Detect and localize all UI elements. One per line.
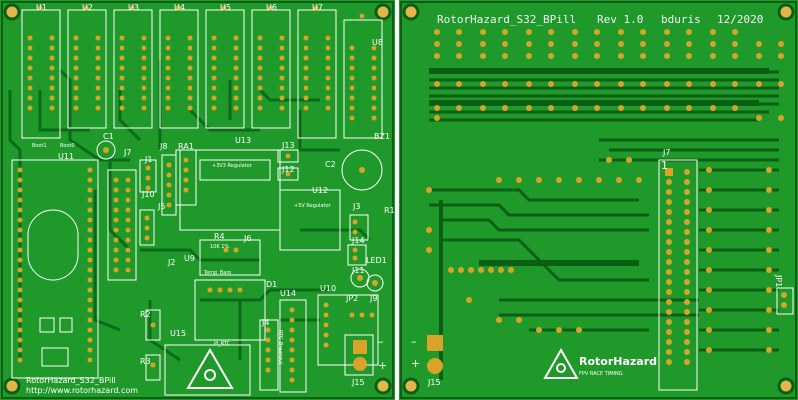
u15-rotorhazard-logo xyxy=(186,348,234,389)
label-j10: J10 xyxy=(142,190,155,199)
component-outlines xyxy=(96,140,384,396)
label-j14: J14 xyxy=(352,236,365,245)
copper-traces-front xyxy=(8,60,372,362)
label-c2: C2 xyxy=(325,160,336,169)
label-r2: R2 xyxy=(140,310,151,319)
ic-outlines xyxy=(21,9,383,139)
copper-plane-back xyxy=(429,68,769,380)
label-u15: U15 xyxy=(170,329,187,338)
label-j2: J2 xyxy=(168,258,176,267)
label-u9: U9 xyxy=(184,254,195,263)
label-j11: J11 xyxy=(352,266,365,275)
label-u5: U5 xyxy=(220,3,231,12)
footer-project-name: RotorHazard_S32_BPill xyxy=(26,376,116,385)
label-jp1: JP1 xyxy=(774,275,783,288)
label-u13: U13 xyxy=(235,136,252,145)
label-u12: U12 xyxy=(312,186,329,195)
copper-bus-back xyxy=(429,70,779,352)
label-u1: U1 xyxy=(36,3,47,12)
label-boot0: Boot0 xyxy=(60,143,75,149)
label-minus-back: – xyxy=(411,335,417,348)
label-r1: R1 xyxy=(384,206,395,215)
label-u2: U2 xyxy=(82,3,93,12)
label-j7-back: J7 xyxy=(663,148,671,157)
label-j3: J3 xyxy=(353,202,361,211)
label-j9: J9 xyxy=(370,294,378,303)
front-artwork xyxy=(1,1,394,399)
u11-pads xyxy=(17,167,93,363)
label-j1: J1 xyxy=(145,155,153,164)
buzzer-pad xyxy=(359,167,365,173)
jp1-outline xyxy=(776,287,794,315)
label-reg5: +5V Regulator xyxy=(294,203,331,209)
top-edge-pads xyxy=(37,5,365,19)
u11-outline xyxy=(11,159,99,379)
back-date: 12/2020 xyxy=(717,13,764,26)
label-bz1: BZ1 xyxy=(374,132,391,141)
label-plus-front: + xyxy=(378,359,388,372)
label-j15-back: J15 xyxy=(428,378,441,387)
label-j5: J5 xyxy=(158,202,166,211)
label-u6: U6 xyxy=(266,3,277,12)
pcb-back-side: RotorHazard_S32_BPill Rev 1.0 bduris 12/… xyxy=(399,0,798,400)
mounting-holes-front xyxy=(3,3,392,395)
label-r4-value: 10K 1% xyxy=(210,244,230,250)
label-j7: J7 xyxy=(124,148,132,157)
footer-website: http://www.rotorhazard.com xyxy=(26,386,139,395)
label-j13: J13 xyxy=(282,141,295,150)
label-j4: J4 xyxy=(262,318,270,327)
label-c1: C1 xyxy=(103,132,114,141)
label-j7-pin1: 1 xyxy=(661,159,668,172)
ic-pads xyxy=(27,35,377,121)
label-u14: U14 xyxy=(280,289,297,298)
back-revision: Rev 1.0 xyxy=(597,13,644,26)
label-r3: R3 xyxy=(140,357,151,366)
label-u3: U3 xyxy=(128,3,139,12)
label-boot1: Boot1 xyxy=(32,143,47,149)
label-pi-rtc: Pi_RTC xyxy=(214,341,231,347)
label-jp2: JP2 xyxy=(346,294,359,303)
misc-pads-back xyxy=(426,157,642,374)
label-j15-front: J15 xyxy=(352,378,365,387)
logo-name: RotorHazard xyxy=(579,355,658,368)
label-u10: U10 xyxy=(320,284,337,293)
label-led1: LED1 xyxy=(366,256,387,265)
label-j6: J6 xyxy=(244,234,252,243)
label-minus-front: – xyxy=(378,335,384,348)
label-u7: U7 xyxy=(312,3,323,12)
top-pads-back xyxy=(434,29,784,121)
mounting-holes-back xyxy=(402,3,795,395)
back-artwork xyxy=(400,1,797,399)
j7-outline xyxy=(658,159,698,391)
label-plus-back: + xyxy=(411,357,421,370)
label-temp-baro: Temp_Baro xyxy=(204,270,232,276)
label-u11: U11 xyxy=(58,152,75,161)
right-pads-back xyxy=(706,167,787,353)
label-j12: J12 xyxy=(282,165,295,174)
j7-pads xyxy=(665,168,690,365)
pcb-front-side: U1 U2 U3 U4 U5 U6 U7 U8 Boot1 Boot0 U11 … xyxy=(0,0,395,400)
label-j8: J8 xyxy=(160,142,168,151)
rotorhazard-logo-icon xyxy=(543,347,579,379)
label-u4: U4 xyxy=(174,3,185,12)
label-d1: D1 xyxy=(266,280,278,289)
label-r4: R4 xyxy=(214,232,225,241)
label-u8: U8 xyxy=(372,38,383,47)
label-reg33: +3V3 Regulator xyxy=(212,163,252,169)
back-title: RotorHazard_S32_BPill xyxy=(437,13,577,26)
logo-tagline: FPV RACE TIMING xyxy=(579,371,623,377)
label-ra1: RA1 xyxy=(178,142,194,151)
back-author: bduris xyxy=(661,13,701,26)
misc-pads-front xyxy=(103,147,378,383)
label-rtc-breakout: RTC_Breakout xyxy=(277,330,283,365)
